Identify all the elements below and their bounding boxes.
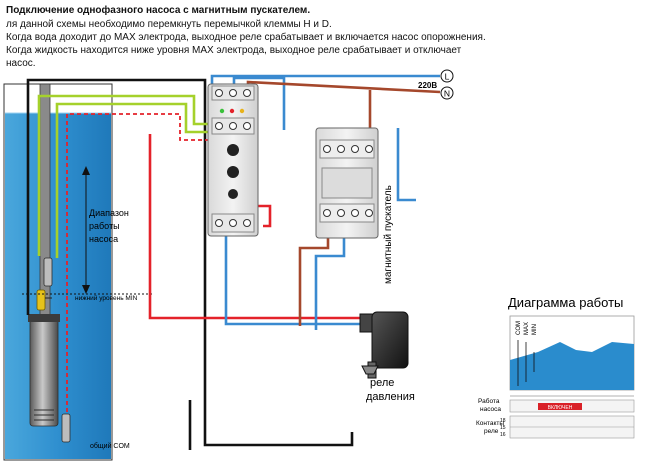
pressure-relay-label-2: давления <box>366 391 415 403</box>
header-line-1: ля данной схемы необходимо перемкнуть пе… <box>6 19 332 30</box>
voltage-label: 220В <box>418 81 437 90</box>
wire-brown-out <box>298 236 330 326</box>
range-label-3: насоса <box>89 234 118 244</box>
wire-red-relay <box>256 204 272 228</box>
contactor <box>315 127 379 239</box>
wire-blue-a1 <box>232 76 286 130</box>
header-line-2: Когда вода доходит до MAX электрода, вых… <box>6 32 486 43</box>
wire-green-2 <box>55 102 232 258</box>
svg-text:N: N <box>444 89 450 99</box>
terminal-l: L <box>440 69 454 83</box>
diag-com: COM <box>516 321 522 335</box>
diagram-title: Диаграмма работы <box>508 295 623 310</box>
wire-green-1 <box>37 94 228 256</box>
min-level-label: нижний уровень MIN <box>75 294 138 302</box>
diag-min: MIN <box>532 324 538 335</box>
wire-brown-n <box>246 80 441 94</box>
range-label-2: работы <box>89 221 120 231</box>
on-label: ВКЛЮЧЕН <box>548 405 573 411</box>
terminal-n: N <box>440 86 454 100</box>
contact-16: 16 <box>500 432 506 438</box>
pressure-switch <box>359 311 409 379</box>
contact-15: 15 <box>500 425 506 431</box>
wire-blue-out <box>314 236 346 330</box>
wire-red-main <box>148 134 360 320</box>
row-pump-2: насоса <box>480 406 501 413</box>
range-label-1: Диапазон <box>89 208 129 218</box>
row-pump-1: Работа <box>478 397 500 405</box>
wire-black <box>26 78 354 447</box>
level-relay <box>207 83 259 237</box>
row-contacts-1: Контакты <box>476 420 504 427</box>
row-contacts-2: реле <box>484 428 499 435</box>
com-label: общий COM <box>90 442 130 450</box>
header-line-3: Когда жидкость находится ниже уровня MAX… <box>6 45 462 56</box>
diag-max: MAX <box>524 322 530 335</box>
svg-text:L: L <box>445 72 450 82</box>
submersible-pump <box>28 83 60 427</box>
electrodes <box>43 257 71 443</box>
wire-red-dashed <box>66 113 236 412</box>
operation-diagram: Диаграмма работы COM MAX MIN Работа насо… <box>476 295 635 439</box>
header-line-4: насос. <box>6 58 36 69</box>
wire-blue-low <box>224 232 360 326</box>
range-arrow <box>82 166 90 294</box>
level-float <box>36 289 52 311</box>
pressure-relay-label-1: реле <box>370 377 394 389</box>
contact-18: 18 <box>500 418 506 424</box>
wire-blue-right <box>396 128 416 202</box>
contactor-label: магнитный пускатель <box>383 185 394 284</box>
header-title: Подключение однофазного насоса с магнитн… <box>6 5 311 16</box>
